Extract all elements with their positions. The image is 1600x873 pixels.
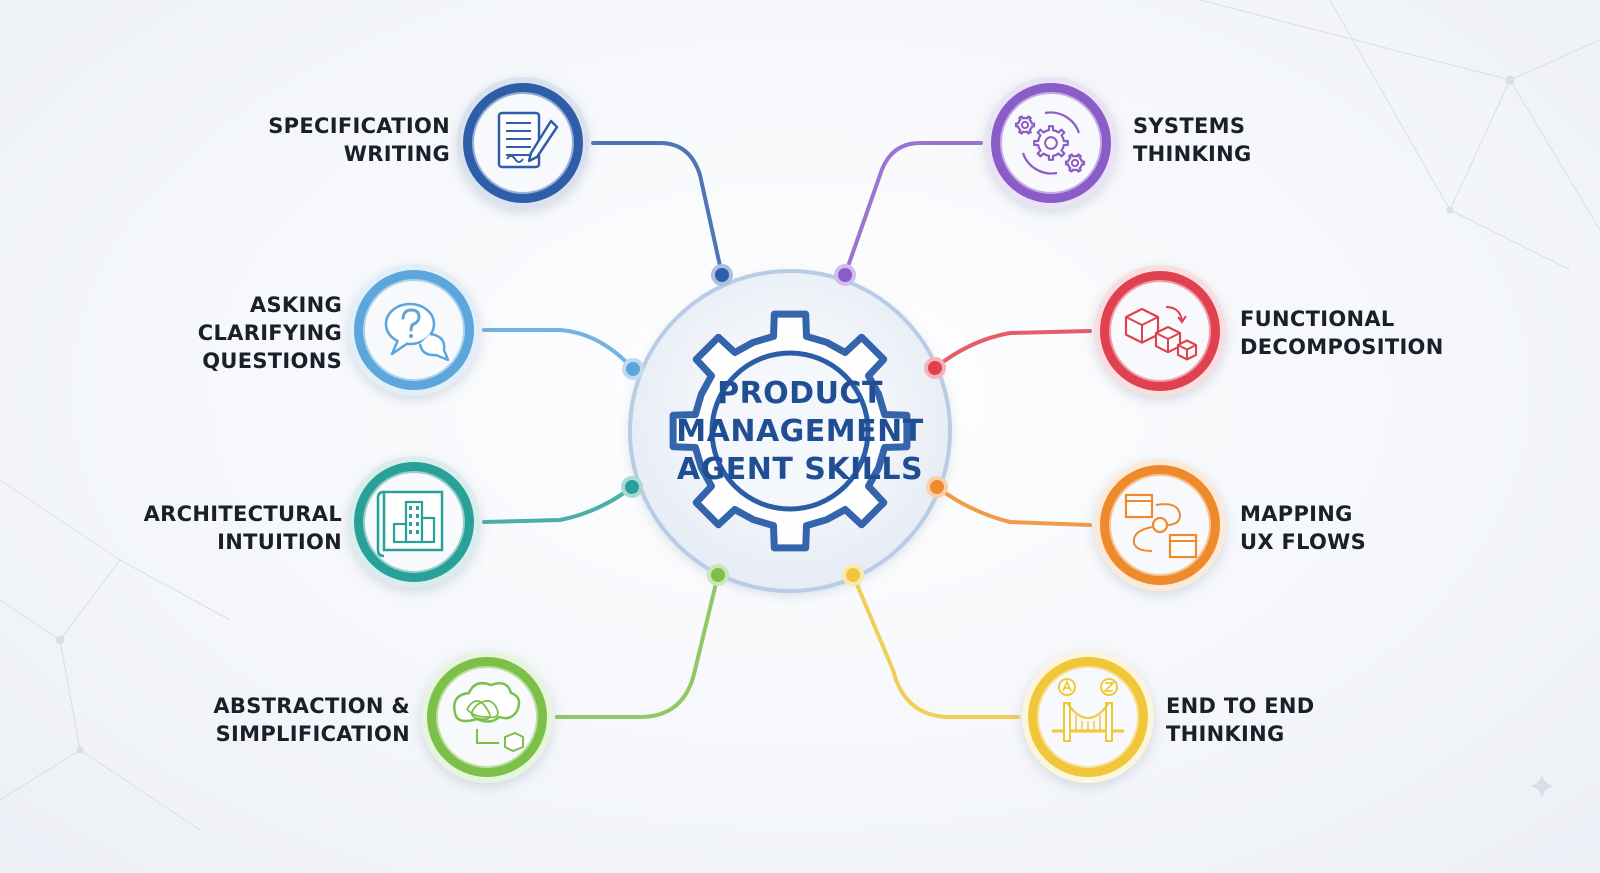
skill-label-functional-decomposition: FUNCTIONAL DECOMPOSITION: [1240, 305, 1444, 361]
skill-label-line: CLARIFYING: [197, 321, 342, 345]
skill-label-line: WRITING: [343, 142, 450, 166]
hub-dot-specification-writing: [711, 264, 733, 286]
hub-title-line-2: MANAGEMENT: [676, 414, 924, 449]
skill-label-asking-clarifying-questions: ASKING CLARIFYING QUESTIONS: [198, 291, 342, 375]
hub-title-line-3: AGENT SKILLS: [676, 452, 924, 487]
skill-label-line: THINKING: [1133, 142, 1252, 166]
skill-label-line: SIMPLIFICATION: [215, 722, 410, 746]
hub-dot-abstraction-simplification: [707, 564, 729, 586]
skill-label-end-to-end-thinking: END TO END THINKING: [1166, 692, 1315, 748]
gear-icon: [669, 310, 911, 552]
skill-label-systems-thinking: SYSTEMS THINKING: [1133, 112, 1252, 168]
skill-label-line: SPECIFICATION: [268, 114, 450, 138]
connector-abstraction-simplification: [555, 573, 720, 719]
hub-dot-end-to-end-thinking: [842, 564, 864, 586]
connector-mapping-ux-flows: [935, 485, 1092, 527]
connector-systems-thinking: [843, 141, 983, 277]
skill-node-abstraction-simplification: [421, 651, 553, 783]
skill-label-line: FUNCTIONAL: [1240, 307, 1395, 331]
skill-node-mapping-ux-flows: [1094, 459, 1226, 591]
document-pen-icon: [497, 111, 559, 169]
hub-dot-mapping-ux-flows: [926, 476, 948, 498]
skill-label-mapping-ux-flows: MAPPING UX FLOWS: [1240, 500, 1366, 556]
sparkle-icon: [1530, 774, 1554, 798]
skill-label-architectural-intuition: ARCHITECTURAL INTUITION: [144, 500, 342, 556]
connector-end-to-end-thinking: [851, 573, 1020, 719]
skill-nodes: [348, 77, 1226, 783]
skill-label-line: INTUITION: [217, 530, 342, 554]
skill-label-line: END TO END: [1166, 694, 1315, 718]
hub-dot-systems-thinking: [834, 264, 856, 286]
connector-functional-decomposition: [933, 329, 1092, 370]
background-network: [0, 0, 1600, 831]
question-bubbles-icon: [384, 302, 450, 362]
skill-label-line: UX FLOWS: [1240, 530, 1367, 554]
skill-label-abstraction-simplification: ABSTRACTION & SIMPLIFICATION: [213, 692, 410, 748]
skill-node-end-to-end-thinking: [1022, 651, 1154, 783]
hub-dot-functional-decomposition: [924, 357, 946, 379]
connector-asking-clarifying-questions: [482, 328, 635, 371]
hub-dot-architectural-intuition: [621, 476, 643, 498]
hub-title-line-1: PRODUCT: [717, 376, 883, 411]
skill-label-line: QUESTIONS: [202, 349, 342, 373]
gears-cycle-icon: [1014, 111, 1086, 175]
hub-ring: [628, 269, 952, 593]
skill-node-systems-thinking: [985, 77, 1117, 209]
hub-dot-asking-clarifying-questions: [622, 358, 644, 380]
a-to-z-bridge-icon: [1052, 678, 1124, 742]
skill-label-specification-writing: SPECIFICATION WRITING: [268, 112, 450, 168]
cubes-decompose-icon: [1124, 306, 1198, 361]
hub-node: [628, 269, 952, 593]
skill-label-line: THINKING: [1166, 722, 1285, 746]
blueprint-building-icon: [376, 490, 444, 558]
connector-specification-writing: [591, 141, 724, 277]
hub-title: PRODUCT MANAGEMENT AGENT SKILLS: [630, 375, 970, 489]
skill-node-architectural-intuition: [348, 456, 480, 588]
tangle-to-cube-icon: [453, 682, 524, 753]
skill-label-line: ARCHITECTURAL: [143, 502, 342, 526]
skill-label-line: ASKING: [249, 293, 342, 317]
skill-label-line: ABSTRACTION &: [213, 694, 410, 718]
skill-label-line: MAPPING: [1240, 502, 1353, 526]
flow-screens-icon: [1124, 493, 1198, 559]
skill-node-functional-decomposition: [1094, 265, 1226, 397]
skill-node-specification-writing: [457, 77, 589, 209]
skill-label-line: DECOMPOSITION: [1240, 335, 1444, 359]
skill-label-line: SYSTEMS: [1133, 114, 1246, 138]
hub-connection-dots: [621, 264, 948, 586]
skill-node-asking-clarifying-questions: [348, 264, 480, 396]
connector-architectural-intuition: [482, 485, 634, 524]
